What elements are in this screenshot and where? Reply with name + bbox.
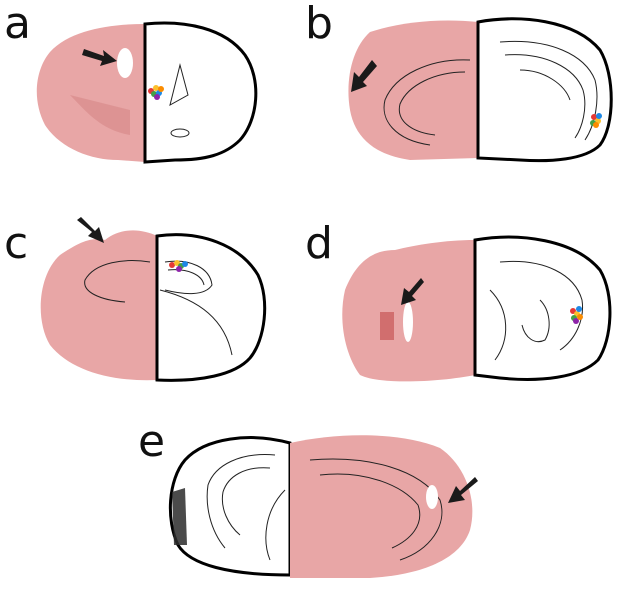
panel-b-stain-hippocampus-inner [398,71,466,136]
panel-b-markers [590,113,602,128]
panel-d-lesion-mark [380,312,394,340]
panel-c [40,217,267,382]
panel-b [348,17,613,163]
panel-d-arrow-icon [401,278,424,305]
panel-a-atlas-ventricle [169,63,189,106]
panel-a-stain-region [70,95,130,135]
panel-e-lesion [426,485,438,509]
panel-c-markers [169,260,188,272]
panel-a [36,21,258,164]
panel-a-atlas-structure [170,128,190,138]
panel-e-stain-hippocampus-2 [319,473,421,549]
panel-b-arrow-icon [351,60,377,92]
panel-e-tract-marks [172,488,187,545]
panel-b-stained-section [348,20,478,160]
panel-c-atlas-structure [159,289,233,356]
panel-e-atlas-outline [168,436,292,577]
panel-e-arrow-icon [448,477,478,503]
panel-letter-c: c [4,218,29,269]
panel-d-atlas-structure [489,289,507,361]
panel-d-atlas-outline [473,235,612,381]
panel-letter-a: a [4,0,31,49]
panel-d-atlas-hippocampus [499,260,584,351]
panel-letter-d: d [305,218,333,269]
panel-c-arrow-icon [77,217,104,243]
panel-letter-e: e [138,416,166,467]
panel-e-stained-section [290,435,473,578]
panel-a-lesion [117,48,133,78]
panel-c-atlas-outline [155,233,267,382]
panel-b-stain-hippocampus [383,59,471,146]
panel-e-atlas-hippocampus [206,454,276,549]
panel-c-stain-hippocampus [84,260,151,303]
panel-d-markers [570,306,583,324]
panel-d-atlas-hippocampus-2 [521,299,550,343]
panel-a-markers [148,85,164,100]
panel-e [168,435,478,578]
panel-b-atlas-outline [476,17,613,163]
panel-a-stained-section [36,24,145,162]
panel-b-atlas-structure [519,69,571,101]
panel-letter-b: b [305,0,333,49]
panel-a-arrow-icon [82,49,117,66]
panel-e-atlas-structure [265,489,286,561]
panel-a-atlas-outline [143,21,258,164]
panel-e-atlas-hippocampus-2 [221,467,271,536]
panel-c-atlas-hippocampus-2 [167,269,205,286]
panel-d [342,235,612,382]
panel-c-stained-section [40,230,158,381]
panel-d-lesion [403,302,413,342]
panel-b-atlas-hippocampus-2 [504,54,586,139]
